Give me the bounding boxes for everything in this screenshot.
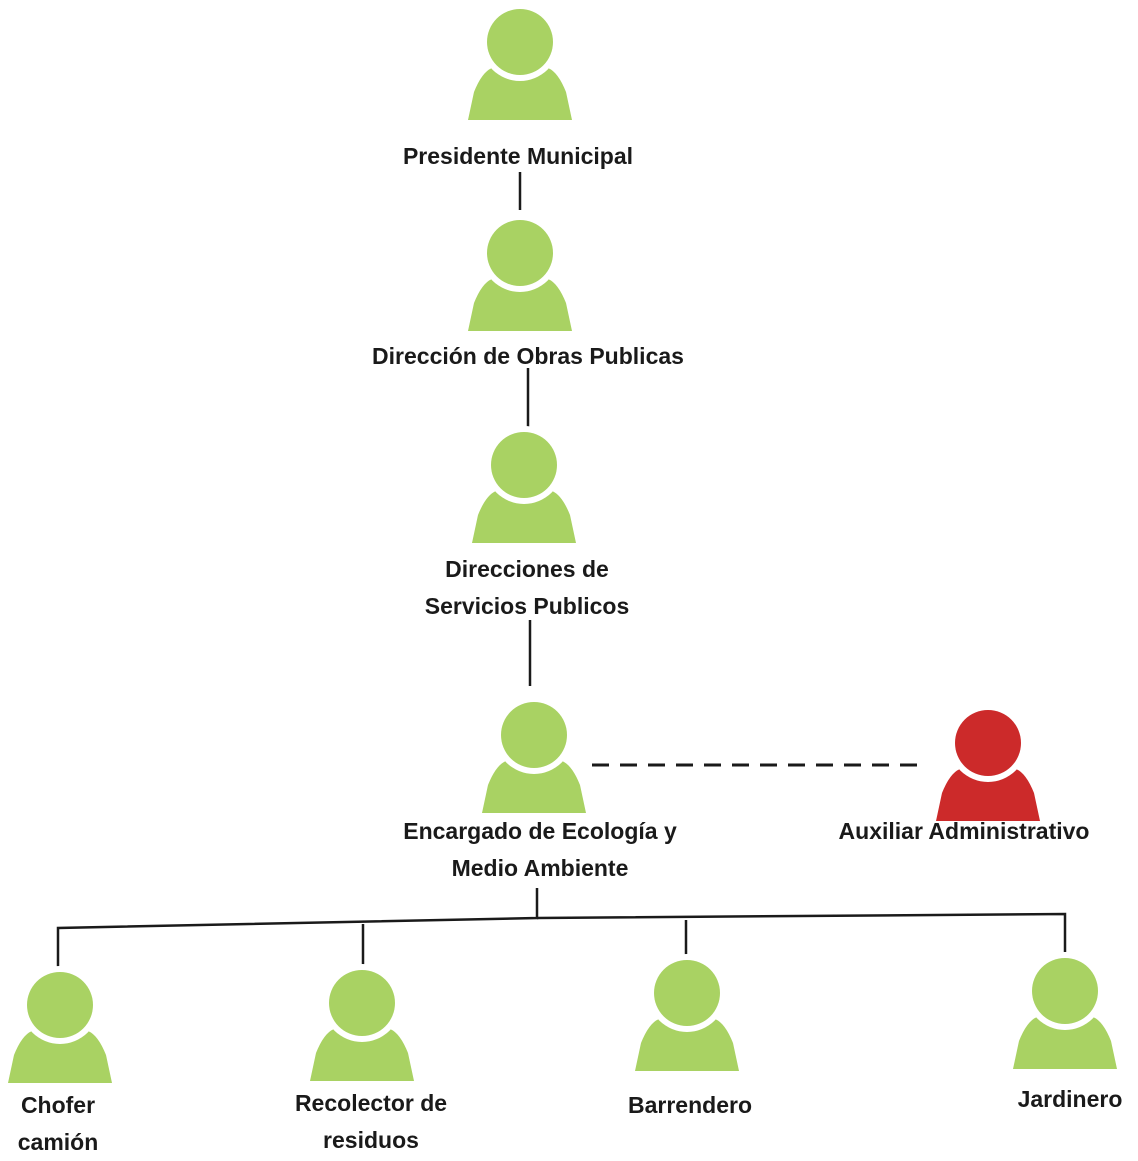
node-label-obras: Dirección de Obras Publicas xyxy=(372,338,684,375)
person-icon xyxy=(468,3,572,120)
node-label-auxiliar: Auxiliar Administrativo xyxy=(839,813,1090,850)
node-label-ecologia: Encargado de Ecología y Medio Ambiente xyxy=(403,813,677,887)
node-label-line: Medio Ambiente xyxy=(451,855,629,881)
node-label-line: residuos xyxy=(323,1127,419,1153)
connector-ecologia-chofer xyxy=(56,888,539,968)
person-icon xyxy=(8,966,112,1083)
person-icon xyxy=(936,704,1040,821)
node-label-line: Presidente Municipal xyxy=(402,143,634,169)
person-icon xyxy=(310,964,414,1081)
node-label-line: Recolector de xyxy=(294,1090,448,1116)
node-label-line: Dirección de Obras Publicas xyxy=(372,343,684,369)
node-label-line: Barrendero xyxy=(628,1092,752,1118)
node-label-chofer: Chofer camión xyxy=(18,1087,99,1161)
person-icon xyxy=(468,214,572,331)
node-label-servicios: Direcciones de Servicios Publicos xyxy=(425,551,630,625)
node-label-recolector: Recolector de residuos xyxy=(295,1085,447,1159)
person-icon xyxy=(635,954,739,1071)
node-label-line: Chofer xyxy=(20,1092,96,1118)
person-icon xyxy=(1013,952,1117,1069)
person-icon xyxy=(482,696,586,813)
node-label-line: Servicios Publicos xyxy=(424,593,630,619)
node-label-line: Encargado de Ecología y xyxy=(403,818,677,844)
node-label-line: Direcciones de xyxy=(445,556,609,582)
connectors xyxy=(56,172,1067,968)
connector-ecologia-jardinero xyxy=(536,912,1067,952)
node-label-line: Jardinero xyxy=(1017,1086,1123,1112)
person-icon xyxy=(472,426,576,543)
node-label-line: Auxiliar Administrativo xyxy=(838,818,1090,844)
node-label-barrendero: Barrendero xyxy=(628,1087,752,1124)
node-label-jardinero: Jardinero xyxy=(1018,1081,1123,1118)
people xyxy=(8,3,1117,1083)
node-label-line: camión xyxy=(17,1129,99,1155)
node-label-presidente: Presidente Municipal xyxy=(403,138,633,175)
